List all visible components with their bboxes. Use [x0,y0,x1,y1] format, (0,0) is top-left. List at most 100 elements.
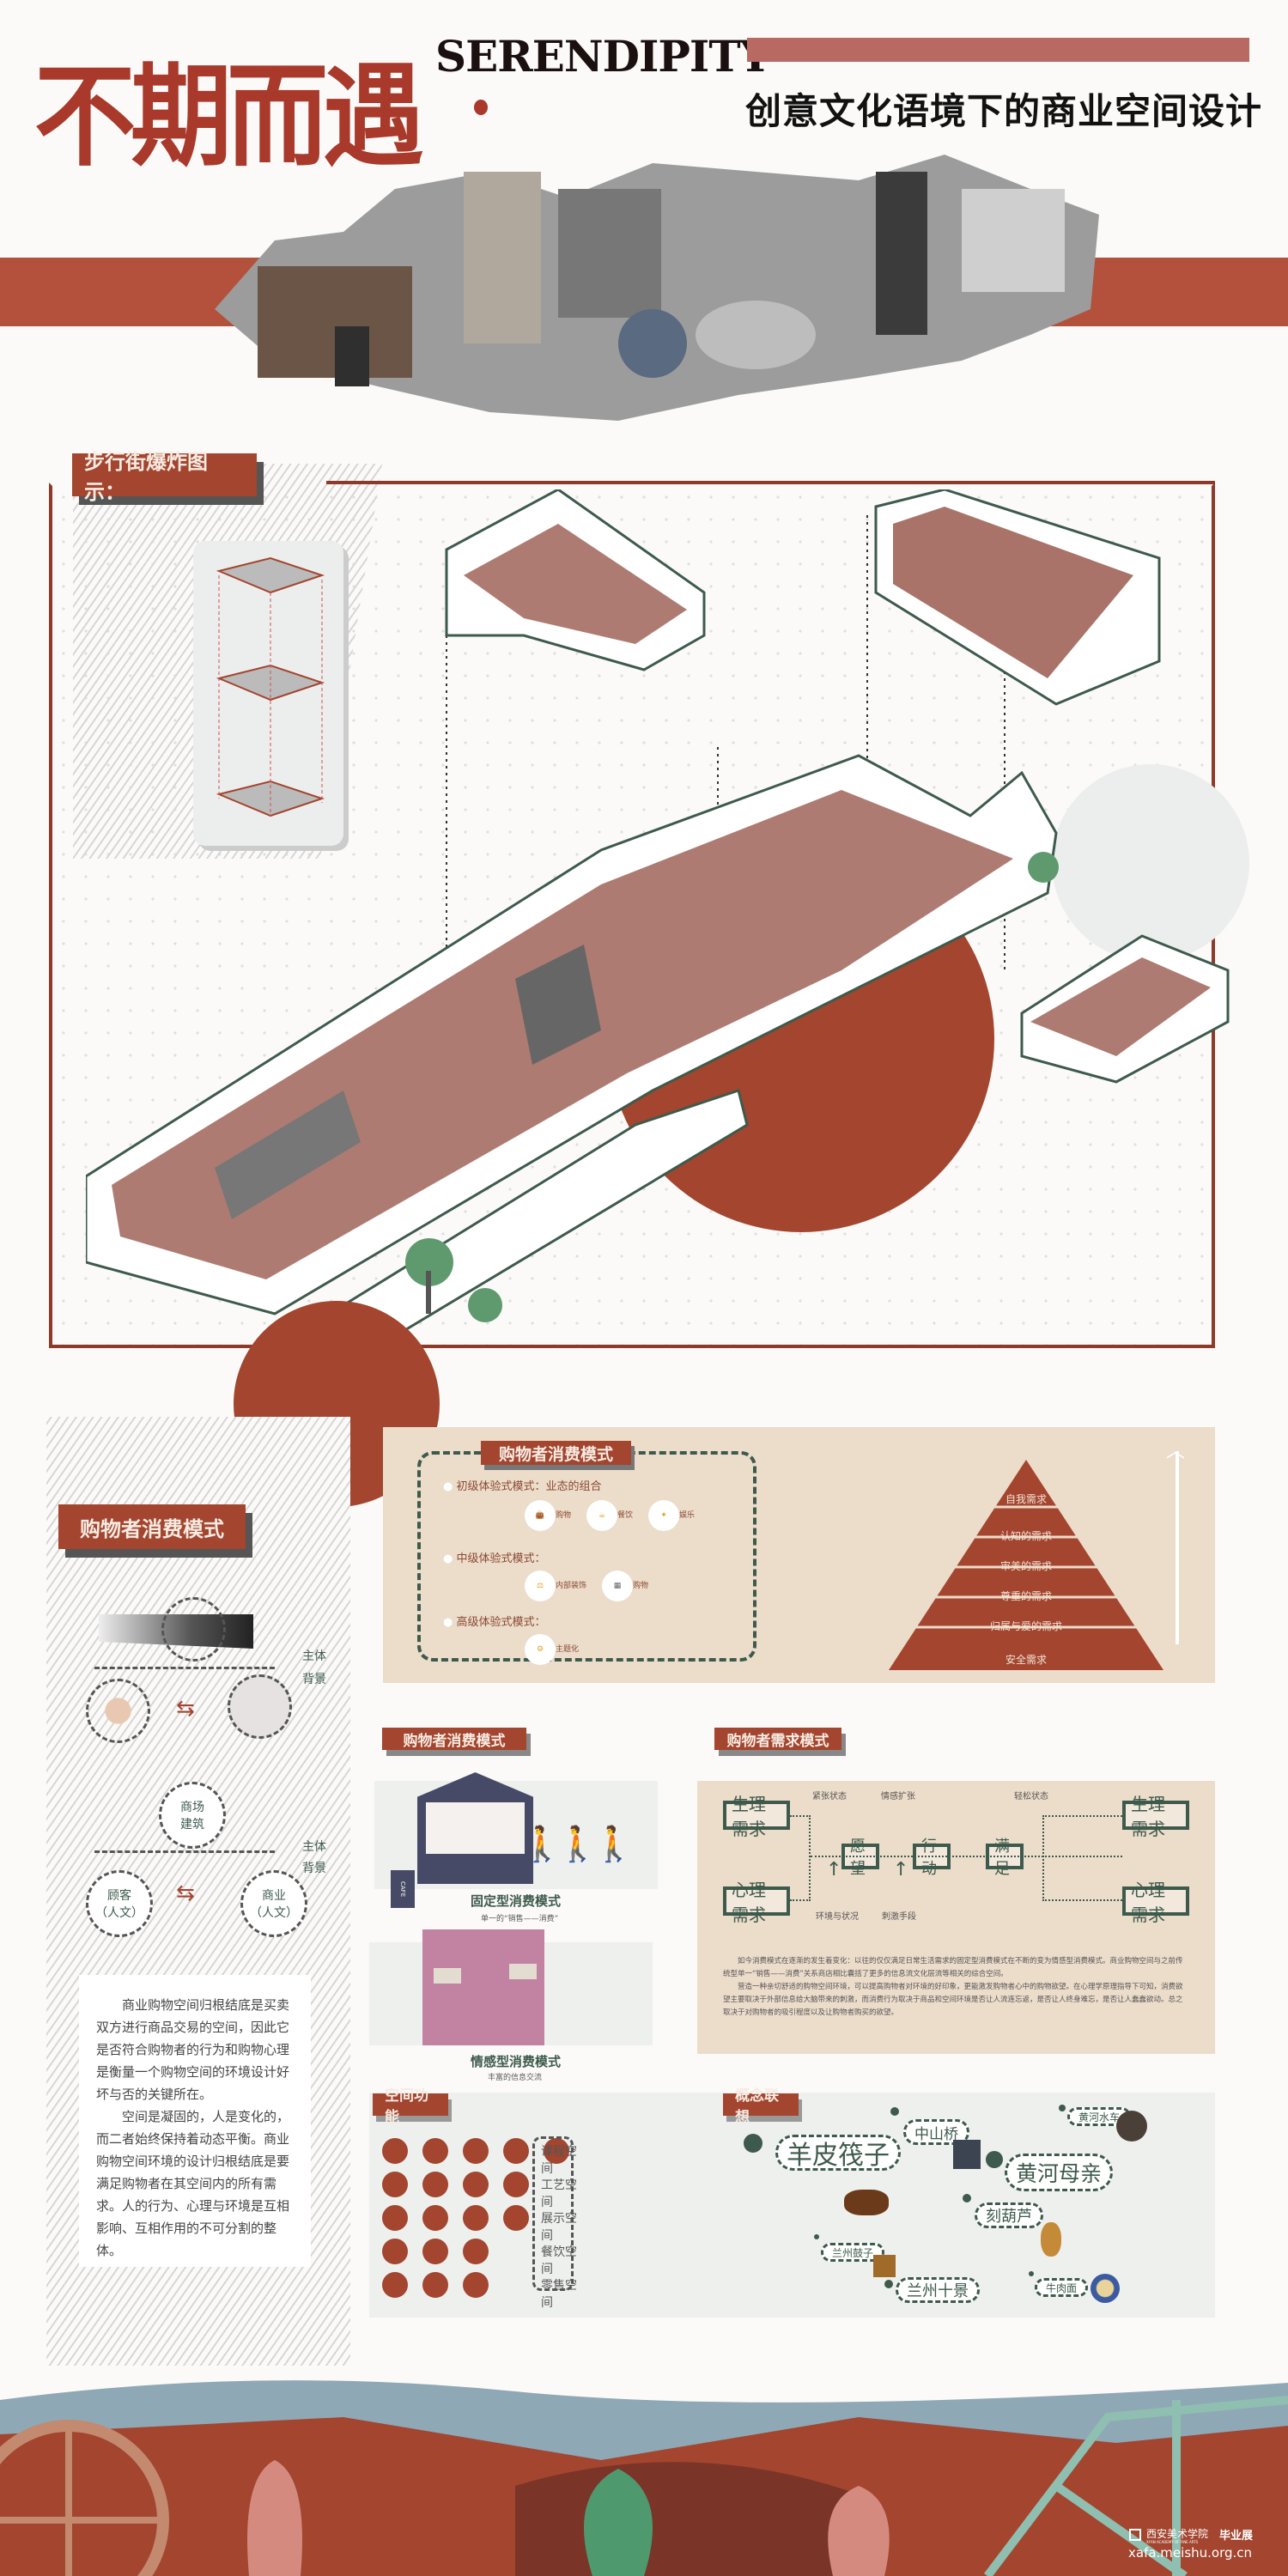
axonometric-street-plan [86,489,1230,1359]
diagram2-left-line1: 顾客 [107,1889,131,1903]
state-emotion: 情感扩张 [881,1792,915,1801]
level-advanced-title: ● 高级体验式模式： [443,1616,546,1629]
diagram2-top-line1: 商场 [180,1801,204,1814]
pyramid-levels: 自我需求 认知的需求 审美的需求 尊重的需求 归属与爱的需求 安全需求 [889,1491,1163,1680]
theme-gear-icon: ⚙主题化 [525,1634,579,1665]
space-name: 展示空间 [541,2212,577,2243]
left-text-card: 商业购物空间归根结底是买卖双方进行商品交易的空间，因此它是否符合购物者的行为和购… [79,1975,311,2267]
frames [434,1968,461,1984]
concept-dot [744,2134,762,2153]
space-row: 零售空间 [382,2272,584,2310]
exhibition-badge: 毕业展 [1219,2530,1254,2543]
space-row: 课程空间 [382,2138,584,2176]
exchange-arrow-icon-2: ⇆ [176,1880,195,1906]
demand-left-physiological: 生理需求 [723,1794,790,1839]
concept-dot [890,2107,899,2116]
level-middle-title: ● 中级体验式模式： [443,1552,546,1565]
left-paragraph-2: 空间是凝固的，人是变化的，而二者始终保持着动态平衡。商业购物空间环境的设计归根结… [96,2109,290,2258]
pyramid-level: 认知的需求 [999,1530,1052,1542]
title-accent-bar [747,38,1249,62]
school-logo-icon [1129,2529,1141,2541]
rating-dot [382,2239,408,2264]
space-row: 展示空间 [382,2205,584,2243]
state-tension: 紧张状态 [812,1792,847,1801]
section-label-left: 购物者消费模式 [58,1504,246,1549]
rating-dot [463,2239,489,2264]
diagram2-top-line2: 建筑 [180,1818,204,1832]
rating-dot [503,2138,529,2164]
connector-left [790,1815,811,1901]
frame-top-line [326,481,1215,484]
photo-collage [215,155,1099,421]
flow-action: 行动 [913,1838,951,1878]
fixed-mode-title: 固定型消费模式 [471,1893,562,1909]
diagram-circle-right [228,1674,292,1739]
level-primary-title: ● 初级体验式模式：业态的组合 [443,1480,602,1493]
rating-dot [463,2272,489,2298]
space-names-frame [532,2136,574,2291]
demand-right-physiological: 生理需求 [1122,1794,1189,1839]
demand-right-psychological: 心理需求 [1122,1880,1189,1925]
pyramid-level: 归属与爱的需求 [989,1620,1062,1632]
gourd-photo [1041,2222,1061,2257]
concept-dot [884,2280,893,2288]
space-name: 餐饮空间 [541,2245,577,2276]
rating-dot [422,2172,448,2197]
emotional-mode-image [369,1929,653,2045]
rating-dot [422,2205,448,2231]
gray-dotted-circle [1052,764,1249,962]
footer-illustration [0,2366,1288,2576]
storefront-icon: ▦购物 [602,1571,648,1601]
section-label-concepts: 概念联想 [723,2087,799,2126]
space-function-list: 课程空间 工艺空间 展示空间 餐饮空间 零售空间 [382,2138,584,2310]
pyramid-shape [889,1460,1163,1670]
pyramid-level: 自我需求 [1005,1493,1047,1505]
demand-text: 如今消费模式在逐渐的发生着变化：以往的仅仅满足日常生活需求的固定型消费模式在不断… [723,1955,1187,2020]
pyramid-level: 安全需求 [1005,1654,1047,1666]
diagram2-circle-top: 商场 建筑 [159,1782,226,1849]
rating-dot [503,2172,529,2197]
website-url: xafa.meishu.org.cn [1128,2545,1253,2561]
input-environment: 环境与状况 [816,1912,859,1922]
pink-wall [422,1929,544,2045]
waterwheel-photo [1116,2111,1147,2142]
shopping-bag-icon: 👜购物 [525,1500,571,1531]
diagram2-dashed-line [94,1850,275,1853]
needs-pyramid: 自我需求 认知的需求 审美的需求 尊重的需求 归属与爱的需求 安全需求 [889,1460,1163,1670]
level-middle: ● 中级体验式模式： ⚖内部装饰 ▦购物 [443,1549,744,1613]
concept-dot [986,2151,1003,2168]
level-advanced: ● 高级体验式模式： ⚙主题化 [443,1613,744,1665]
rating-dot [382,2205,408,2231]
emotional-mode-title: 情感型消费模式 [471,2054,562,2069]
rating-dot [382,2172,408,2197]
left-paragraph-1: 商业购物空间归根结底是买卖双方进行商品交易的空间，因此它是否符合购物者的行为和购… [96,1997,290,2102]
space-row: 餐饮空间 [382,2239,584,2276]
up-arrow-icon [1176,1451,1179,1644]
diagram2-right-line1: 商业 [262,1889,286,1903]
concept-dot [1059,2105,1066,2111]
demand-paragraph-2: 营造一种亲切舒适的购物空间环境，可以提高购物者对环境的好印象，更能激发购物者心中… [723,1983,1183,2017]
space-name: 工艺空间 [541,2178,577,2209]
pyramid-level: 审美的需求 [999,1560,1052,1572]
cafe-sign: CAFE [391,1870,415,1908]
emotional-mode-caption: 丰富的信息交流 [488,2074,543,2082]
poster-title-cn: 不期而遇 [34,51,424,182]
stall-window [426,1802,525,1854]
demand-paragraph-1: 如今消费模式在逐渐的发生着变化：以往的仅仅满足日常生活需求的固定型消费模式在不断… [723,1957,1183,1978]
diagram2-right-line2: （人文） [250,1906,298,1920]
title-dot [474,100,488,115]
connector-flow [811,1856,1122,1857]
demand-left-psychological: 心理需求 [723,1880,790,1925]
diagram-circle-left [86,1679,150,1743]
input-stimulus: 刺激手段 [882,1912,916,1922]
school-name: 西安美术学院 [1146,2528,1209,2540]
diagram2-background: 背景 [302,1862,326,1875]
school-name-en: XI'AN ACADEMY OF FINE ARTS [1146,2540,1199,2544]
bridge-photo [953,2140,981,2169]
rating-dot [422,2138,448,2164]
dining-icon: ☕餐饮 [586,1500,633,1531]
concept-lanzhou-ten-views: 兰州十景 [896,2277,980,2303]
rating-dots [382,2239,503,2268]
rating-dots [382,2138,584,2167]
rating-dot [503,2205,529,2231]
